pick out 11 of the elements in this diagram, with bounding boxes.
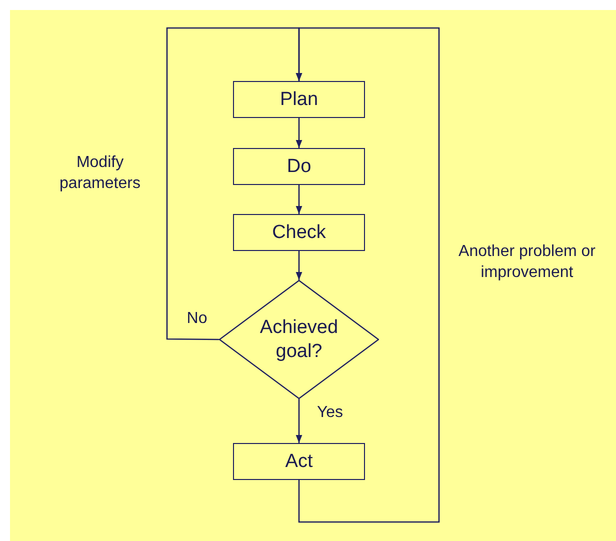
process-box: Check — [233, 214, 365, 251]
arrow — [296, 118, 302, 148]
arrow — [296, 251, 302, 280]
process-box: Do — [233, 148, 365, 185]
arrow — [296, 27, 440, 523]
process-box: Act — [233, 443, 365, 480]
note-label: Modify parameters — [58, 153, 142, 194]
arrow — [296, 399, 302, 443]
arrow — [296, 185, 302, 214]
process-box: Plan — [233, 81, 365, 118]
decision-diamond: Achieved goal? — [219, 280, 379, 399]
